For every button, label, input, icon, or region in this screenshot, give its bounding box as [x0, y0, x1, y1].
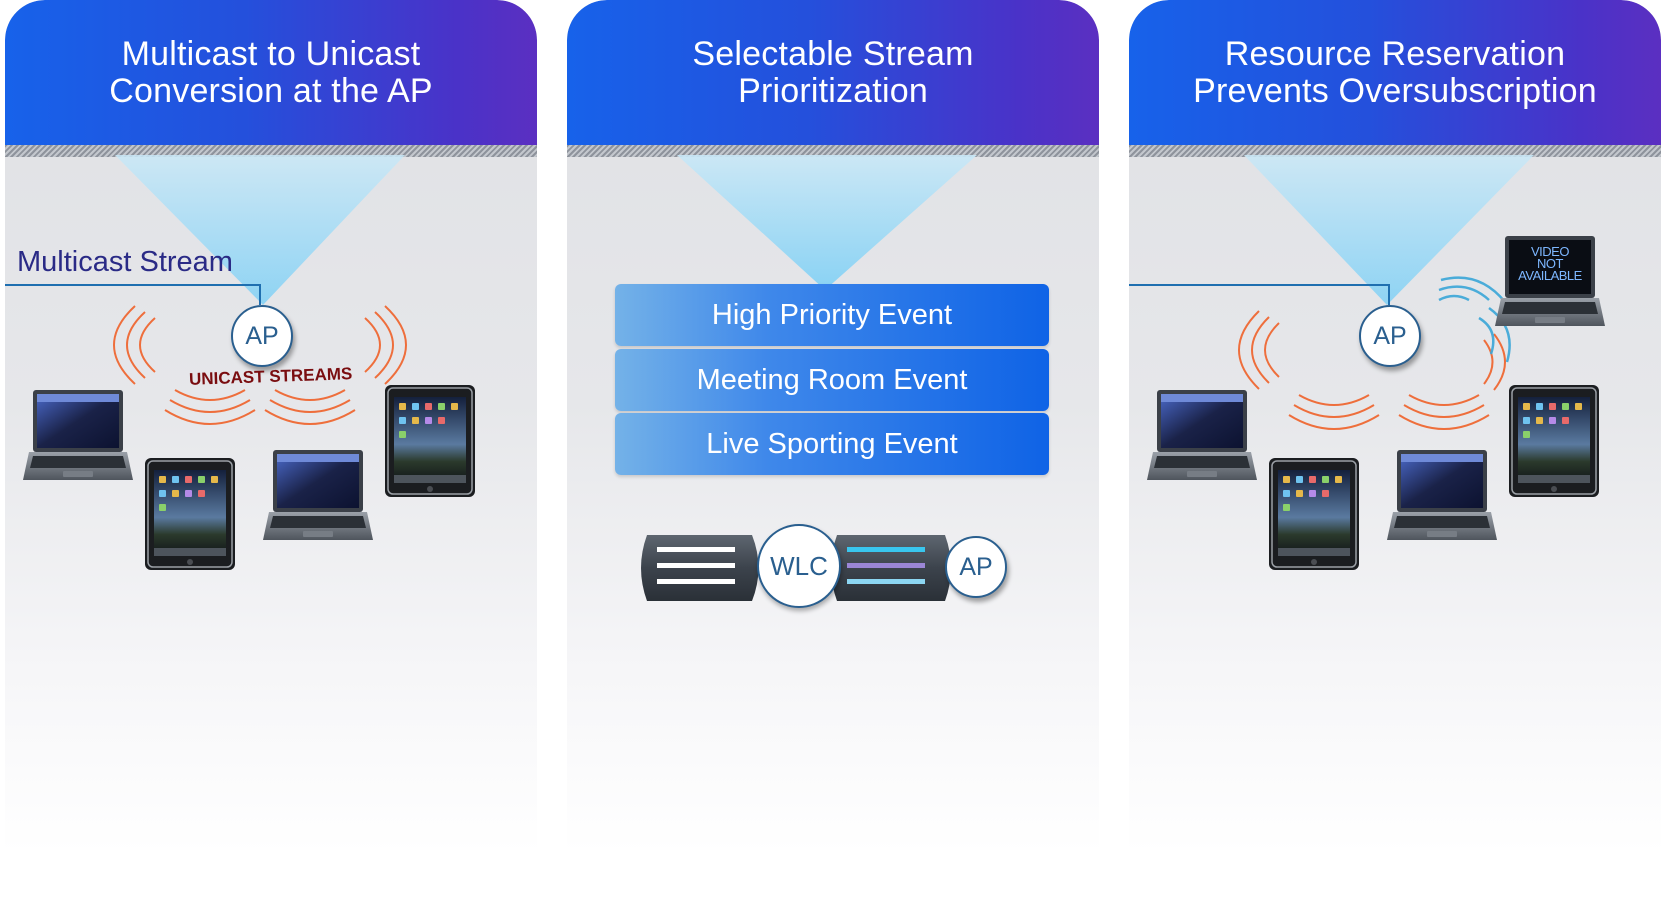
panel-header: Resource Reservation Prevents Oversubscr… — [1129, 0, 1661, 145]
panel-header: Multicast to Unicast Conversion at the A… — [5, 0, 537, 145]
laptop-icon — [1147, 390, 1257, 480]
laptop-icon — [1387, 450, 1497, 540]
laptop-icon — [263, 450, 373, 540]
wlc-controller-node: WLC — [757, 524, 841, 608]
panel-title: Selectable Stream Prioritization — [692, 34, 974, 110]
access-point-node: AP — [231, 305, 293, 367]
laptop-icon — [23, 390, 133, 480]
header-stripe — [5, 145, 537, 157]
panel-art — [641, 155, 977, 601]
header-stripe — [567, 145, 1099, 157]
event-meeting-room[interactable]: Meeting Room Event — [615, 349, 1049, 411]
access-point-node: AP — [1359, 305, 1421, 367]
event-live-sporting[interactable]: Live Sporting Event — [615, 413, 1049, 475]
tablet-icon — [1509, 385, 1599, 497]
tablet-icon — [1269, 458, 1359, 570]
screen-line: VIDEO — [1531, 244, 1569, 259]
tablet-icon — [145, 458, 235, 570]
server-icon — [831, 535, 951, 601]
tablet-icon — [385, 385, 475, 497]
screen-line: AVAILABLE — [1518, 268, 1582, 283]
panel-art — [5, 155, 475, 570]
panel-title: Resource Reservation Prevents Oversubscr… — [1193, 34, 1597, 110]
panel-art — [1129, 155, 1605, 570]
panel-title: Multicast to Unicast Conversion at the A… — [109, 34, 433, 110]
screen-line: NOT — [1537, 256, 1563, 271]
panel-resource-reservation: Resource Reservation Prevents Oversubscr… — [1129, 0, 1661, 898]
event-high-priority[interactable]: High Priority Event — [615, 284, 1049, 346]
video-not-available-screen: VIDEO NOT AVAILABLE — [1505, 244, 1595, 283]
panel-header: Selectable Stream Prioritization — [567, 0, 1099, 145]
header-stripe — [1129, 145, 1661, 157]
multicast-stream-label: Multicast Stream — [17, 246, 233, 278]
access-point-node: AP — [945, 536, 1007, 598]
panel-multicast-to-unicast: Multicast to Unicast Conversion at the A… — [5, 0, 537, 898]
panel-stream-prioritization: Selectable Stream Prioritization — [567, 0, 1099, 898]
server-icon — [641, 535, 759, 601]
